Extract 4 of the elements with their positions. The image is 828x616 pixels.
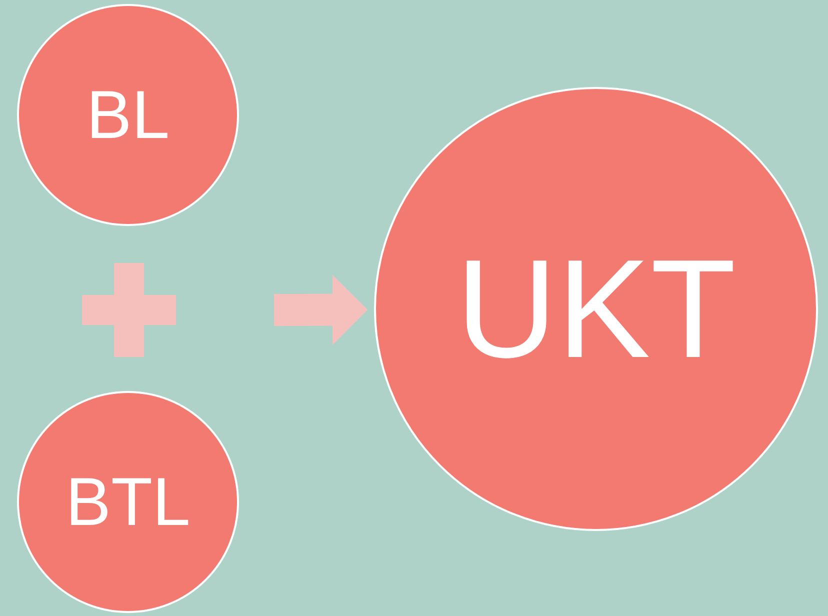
block-arrow xyxy=(274,274,368,346)
node-label: BL xyxy=(86,81,170,149)
node-label: BTL xyxy=(66,468,190,536)
node-label: UKT xyxy=(456,239,736,379)
